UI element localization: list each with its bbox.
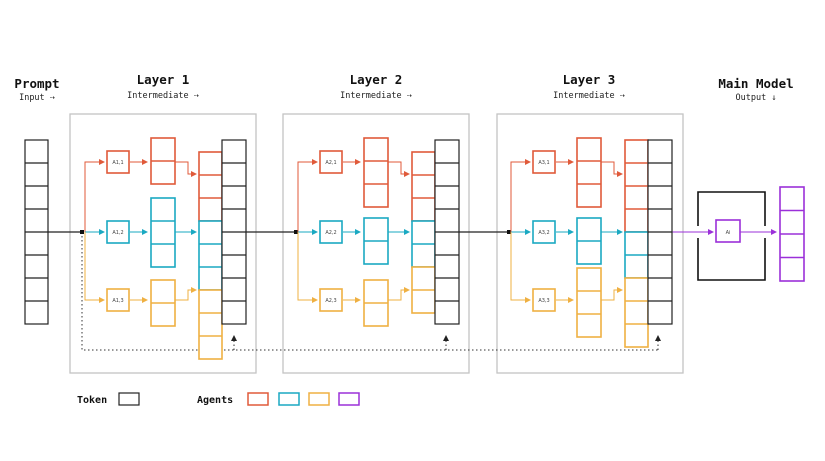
main-model-subtitle: Output ↓ (736, 93, 777, 103)
main-model-frame-top (697, 191, 766, 226)
layer1-agent-orange-label: A1,3 (112, 298, 123, 304)
output-stack (779, 186, 805, 282)
layer3-subtitle: Intermediate ⇢ (553, 91, 625, 101)
layer2-subtitle: Intermediate ⇢ (340, 91, 412, 101)
layer2-agent-teal-label: A2,2 (325, 230, 336, 236)
layer1-agent-red-label: A1,1 (112, 160, 123, 166)
layer1-agent-red (106, 150, 130, 174)
layer1-merged-teal (198, 220, 223, 291)
layer3-agent-orange (532, 288, 556, 312)
layer2-agent-red (319, 150, 343, 174)
layer2-branch-orange (297, 232, 318, 303)
legend-agent-red-swatch (247, 392, 269, 406)
layer3-orange-stack (576, 267, 602, 338)
main-agent-label: Ai (726, 230, 731, 236)
layer-contents: A1,1A1,2A1,3 A2,1A2,2A2,3 A3,1A3,2A3,3 (24, 137, 673, 360)
layer3-merged-orange (624, 277, 649, 348)
layer1-merged-orange (198, 289, 223, 360)
layer2-agent-orange-label: A2,3 (325, 298, 336, 304)
junction-node-3 (507, 230, 511, 234)
legend-token-label: Token (77, 395, 107, 406)
layer3-branch-red (510, 159, 531, 232)
layer2-frame (282, 113, 470, 374)
layer1-red-to-merge (175, 161, 197, 177)
layer2-agent-teal (319, 220, 343, 244)
junction-node-1 (80, 230, 84, 234)
layer1-frame (69, 113, 257, 374)
layer1-branch-orange (84, 232, 105, 303)
layer1-title: Layer 1 (137, 72, 190, 87)
junction-node-2 (294, 230, 298, 234)
layer3-title: Layer 3 (563, 72, 616, 87)
layer3-agent-red-label: A3,1 (538, 160, 549, 166)
layer3-agent-teal-label: A3,2 (538, 230, 549, 236)
layer2-red-stack (363, 137, 389, 208)
main-model-frame-bottom (697, 238, 766, 281)
layer2-merged-red (411, 151, 436, 222)
layer1-agent-teal (106, 220, 130, 244)
layer2-agent-orange (319, 288, 343, 312)
layer3-agent-red (532, 150, 556, 174)
legend-agent-orange-swatch (308, 392, 330, 406)
layer2-branch-red (297, 159, 318, 232)
layer1-teal-stack (150, 197, 176, 268)
legend-agent-purple-swatch (338, 392, 360, 406)
layer3-agent-orange-label: A3,3 (538, 298, 549, 304)
main-agent-box (715, 219, 741, 243)
main-model-title: Main Model (718, 76, 793, 91)
layer2-red-to-merge (388, 161, 410, 177)
layer1-merged-red (198, 151, 223, 222)
layer2-orange-to-merge (388, 287, 410, 301)
layer1-agent-orange (106, 288, 130, 312)
legend-agent-teal-swatch (278, 392, 300, 406)
legend-token-swatch (118, 392, 140, 406)
layer1-branch-red (84, 159, 105, 232)
layer3-branch-orange (510, 232, 531, 303)
layer3-red-stack (576, 137, 602, 208)
layer3-red-to-merge (601, 161, 623, 177)
layer3-agent-teal (532, 220, 556, 244)
layer1-subtitle: Intermediate ⇢ (127, 91, 199, 101)
layer1-agent-teal-label: A1,2 (112, 230, 123, 236)
prompt-subtitle: Input ⇢ (19, 93, 55, 103)
layer2-title: Layer 2 (350, 72, 403, 87)
layer3-orange-to-merge (601, 287, 623, 301)
layer2-agent-red-label: A2,1 (325, 160, 336, 166)
layer3-frame (496, 113, 684, 374)
prompt-title: Prompt (14, 76, 59, 91)
layer1-orange-to-merge (175, 287, 197, 301)
legend-agents-label: Agents (197, 395, 233, 406)
